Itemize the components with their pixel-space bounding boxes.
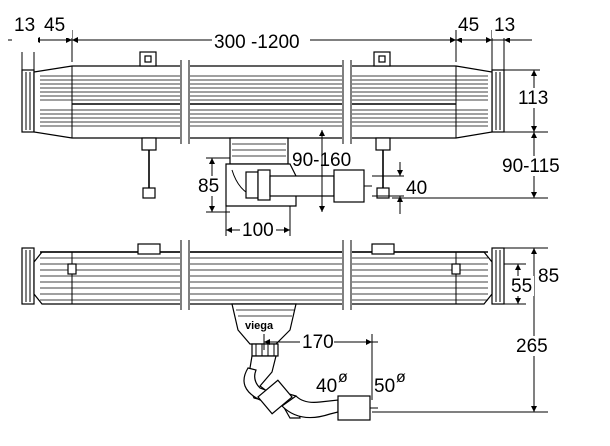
adjustable-foot-right xyxy=(375,137,391,199)
dim-length-range: 300 -1200 xyxy=(214,32,300,53)
dim-end-cap-right: 13 xyxy=(494,15,515,36)
trap-body-bottom: viega xyxy=(231,303,297,357)
dim-adjust-height: 90-115 xyxy=(502,156,560,177)
dim-end-cap-left: 13 xyxy=(14,15,35,36)
dim-trap-height: 85 xyxy=(198,176,219,197)
dim-pipe-50: 50 xyxy=(374,376,395,397)
elbow-pipe xyxy=(243,355,378,421)
end-cap-right xyxy=(491,69,505,133)
dim-channel-height: 113 xyxy=(518,88,548,109)
drain-channel-top xyxy=(33,51,493,144)
trap-outlet-top xyxy=(225,137,372,207)
dim-total-height: 265 xyxy=(516,336,548,357)
dim-end-inner: 55 xyxy=(511,276,532,297)
dim-flange-right: 45 xyxy=(458,15,479,36)
end-cap-right-bottom xyxy=(491,247,505,305)
dim-outlet-height: 90-160 xyxy=(292,150,351,171)
dim-flange-left: 45 xyxy=(44,15,65,36)
dim-end-height: 85 xyxy=(538,266,559,287)
dim-outlet-diameter: 40 xyxy=(406,178,427,199)
end-cap-left xyxy=(21,69,35,133)
viega-logo: viega xyxy=(245,320,274,332)
top-view: 13 45 300 -1200 45 13 xyxy=(8,15,564,241)
dim-trap-width: 100 xyxy=(242,220,274,241)
dim-trap-offset-label: 170 xyxy=(302,332,334,353)
bottom-view: viega 100 170 40 ø 50 ø xyxy=(21,240,562,421)
drain-channel-bottom xyxy=(33,240,493,310)
dim-pipe-40: 40 xyxy=(316,376,337,397)
diameter-symbol-40: ø xyxy=(338,369,348,386)
diameter-symbol-50: ø xyxy=(396,369,406,386)
adjustable-foot-left xyxy=(141,137,157,199)
end-cap-left-bottom xyxy=(21,247,35,305)
